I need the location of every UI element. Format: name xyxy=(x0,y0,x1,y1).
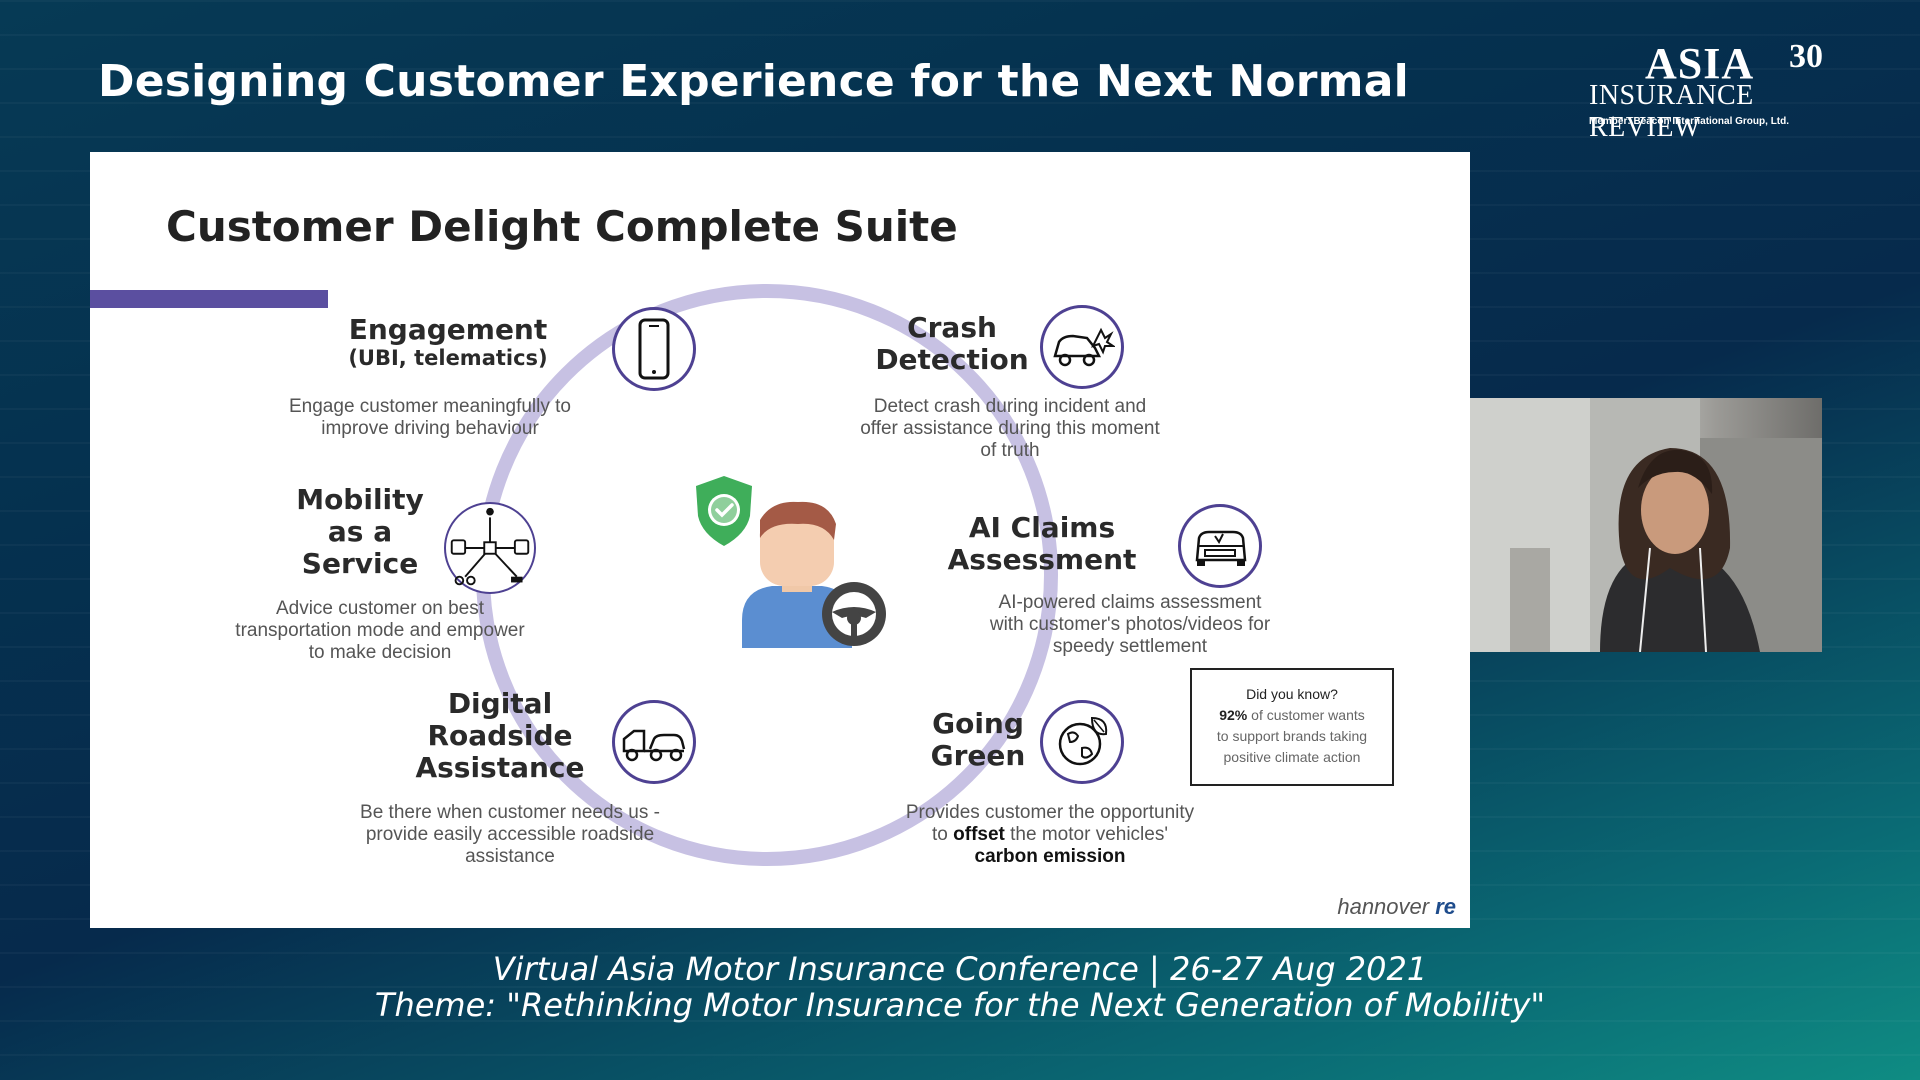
accent-bar xyxy=(90,290,328,308)
offset-emphasis: offset xyxy=(953,824,1005,845)
footer-conference: Virtual Asia Motor Insurance Conference … xyxy=(492,950,1428,988)
footer-theme: Theme: "Rethinking Motor Insurance for t… xyxy=(374,986,1546,1024)
mobility-network-icon xyxy=(444,502,536,594)
did-you-know-box: Did you know? 92% of customer wants to s… xyxy=(1190,668,1394,786)
did-you-know-title: Did you know? xyxy=(1246,686,1338,702)
roadside-heading: Digital Roadside Assistance xyxy=(415,687,585,785)
driver-avatar-icon xyxy=(742,498,852,648)
crash-detection-heading: Crash Detection xyxy=(875,311,1029,377)
shield-check-icon xyxy=(692,474,756,548)
ai-claims-description: AI-powered claims assessment with custom… xyxy=(989,592,1271,657)
logo-member-text: Member: Beacon International Group, Ltd. xyxy=(1589,116,1790,127)
roadside-description: Be there when customer needs us - provid… xyxy=(360,802,660,867)
smartphone-icon xyxy=(612,307,696,391)
mobility-heading: Mobility as a Service xyxy=(296,483,424,581)
stat-percent: 92% xyxy=(1219,707,1248,723)
engagement-subheading: (UBI, telematics) xyxy=(348,346,548,371)
crash-detection-description: Detect crash during incident and offer a… xyxy=(860,396,1160,461)
tow-truck-icon xyxy=(612,700,696,784)
going-green-heading: Going Green xyxy=(930,707,1026,773)
car-crash-icon xyxy=(1040,305,1124,389)
presentation-slide: Customer Delight Complete Suite Engageme… xyxy=(90,152,1470,928)
ai-claims-heading: AI Claims Assessment xyxy=(947,511,1137,577)
carbon-emission-emphasis: carbon emission xyxy=(974,846,1126,867)
asia-insurance-review-logo: ASIA 30 INSURANCE REVIEW Member: Beacon … xyxy=(1585,38,1835,143)
header-title: Designing Customer Experience for the Ne… xyxy=(98,56,1409,107)
green-globe-icon xyxy=(1040,700,1124,784)
logo-line2: INSURANCE REVIEW xyxy=(1589,80,1754,143)
slide-title: Customer Delight Complete Suite xyxy=(166,202,958,251)
engagement-description: Engage customer meaningfully to improve … xyxy=(289,396,571,439)
logo-line1: ASIA xyxy=(1645,39,1755,88)
mobility-description: Advice customer on best transportation m… xyxy=(235,598,525,663)
hannover-re-logo: hannover re xyxy=(1337,894,1456,919)
steering-wheel-icon xyxy=(820,580,888,648)
damaged-car-icon xyxy=(1178,504,1262,588)
anniversary-badge: 30 xyxy=(1789,38,1823,75)
going-green-description: Provides customer the opportunity to off… xyxy=(905,802,1195,867)
engagement-heading: Engagement (UBI, telematics) xyxy=(328,313,568,371)
speaker-video xyxy=(1470,398,1822,652)
